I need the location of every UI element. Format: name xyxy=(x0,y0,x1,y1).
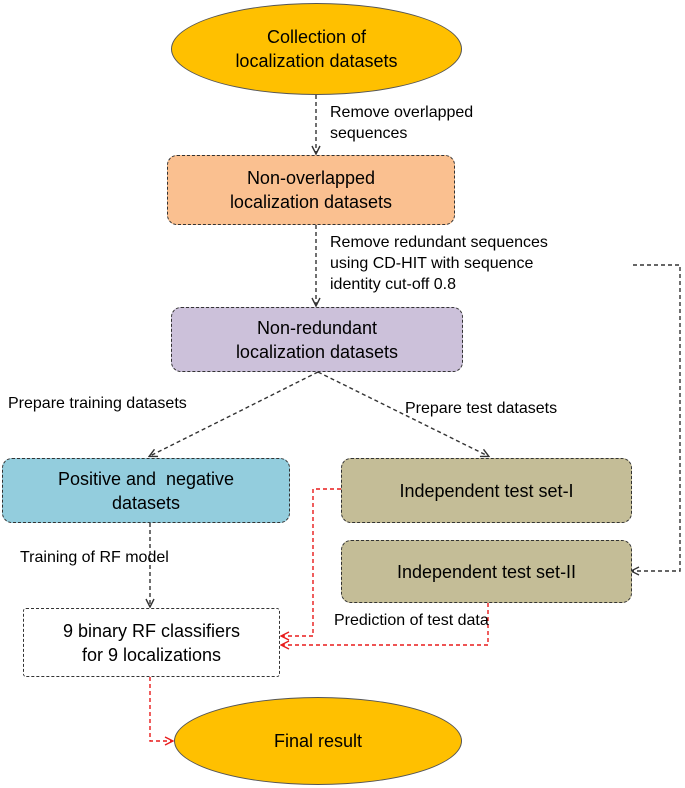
positive-negative-node: Positive and negative datasets xyxy=(2,458,290,523)
final-result-node: Final result xyxy=(174,697,462,785)
label-remove-overlapped-line2: sequences xyxy=(330,125,408,142)
label-training: Training of RF model xyxy=(20,549,169,566)
label-prediction: Prediction of test data xyxy=(334,612,489,629)
edge-nonredundant-to-posneg xyxy=(150,371,319,456)
edge-testset1-to-classifiers xyxy=(282,488,341,636)
edge-nonredundant-to-testset1 xyxy=(317,371,488,456)
test-set-1-label: Independent test set-I xyxy=(399,480,574,501)
classifiers-line1: 9 binary RF classifiers xyxy=(62,620,241,641)
classifiers-node: 9 binary RF classifiers for 9 localizati… xyxy=(23,608,280,677)
test-set-2-node: Independent test set-II xyxy=(341,540,632,603)
label-remove-redundant: Remove redundant sequences using CD-HIT … xyxy=(330,232,548,295)
positive-negative-line2: datasets xyxy=(111,492,181,513)
non-redundant-line1: Non-redundant xyxy=(256,317,378,338)
non-overlapped-line1: Non-overlapped xyxy=(246,168,376,188)
label-prepare-test: Prepare test datasets xyxy=(405,400,558,417)
non-overlapped-line2: localization datasets xyxy=(229,192,393,212)
non-redundant-node: Non-redundant localization datasets xyxy=(171,307,463,372)
label-remove-redundant-line2: using CD-HIT with sequence xyxy=(330,255,534,272)
label-remove-overlapped-line1: Remove overlapped xyxy=(330,104,474,121)
non-overlapped-node: Non-overlapped localization datasets xyxy=(167,155,455,225)
collection-line1: Collection of xyxy=(266,27,367,47)
edge-classifiers-to-final xyxy=(149,677,172,741)
test-set-1-node: Independent test set-I xyxy=(341,458,632,523)
non-redundant-line2: localization datasets xyxy=(235,341,399,362)
collection-line2: localization datasets xyxy=(235,51,398,71)
edge-testset2-to-classifiers xyxy=(282,603,489,645)
collection-node: Collection of localization datasets xyxy=(171,3,462,95)
test-set-2-label: Independent test set-II xyxy=(396,561,577,582)
label-remove-redundant-line3: identity cut-off 0.8 xyxy=(330,276,456,293)
classifiers-line2: for 9 localizations xyxy=(81,644,222,665)
label-remove-overlapped: Remove overlapped sequences xyxy=(330,102,473,144)
label-prepare-training: Prepare training datasets xyxy=(8,395,187,412)
edge-side-to-testset2 xyxy=(632,264,681,571)
label-remove-redundant-line1: Remove redundant sequences xyxy=(330,234,548,251)
final-result-label: Final result xyxy=(273,731,363,751)
positive-negative-line1: Positive and negative xyxy=(57,468,235,489)
